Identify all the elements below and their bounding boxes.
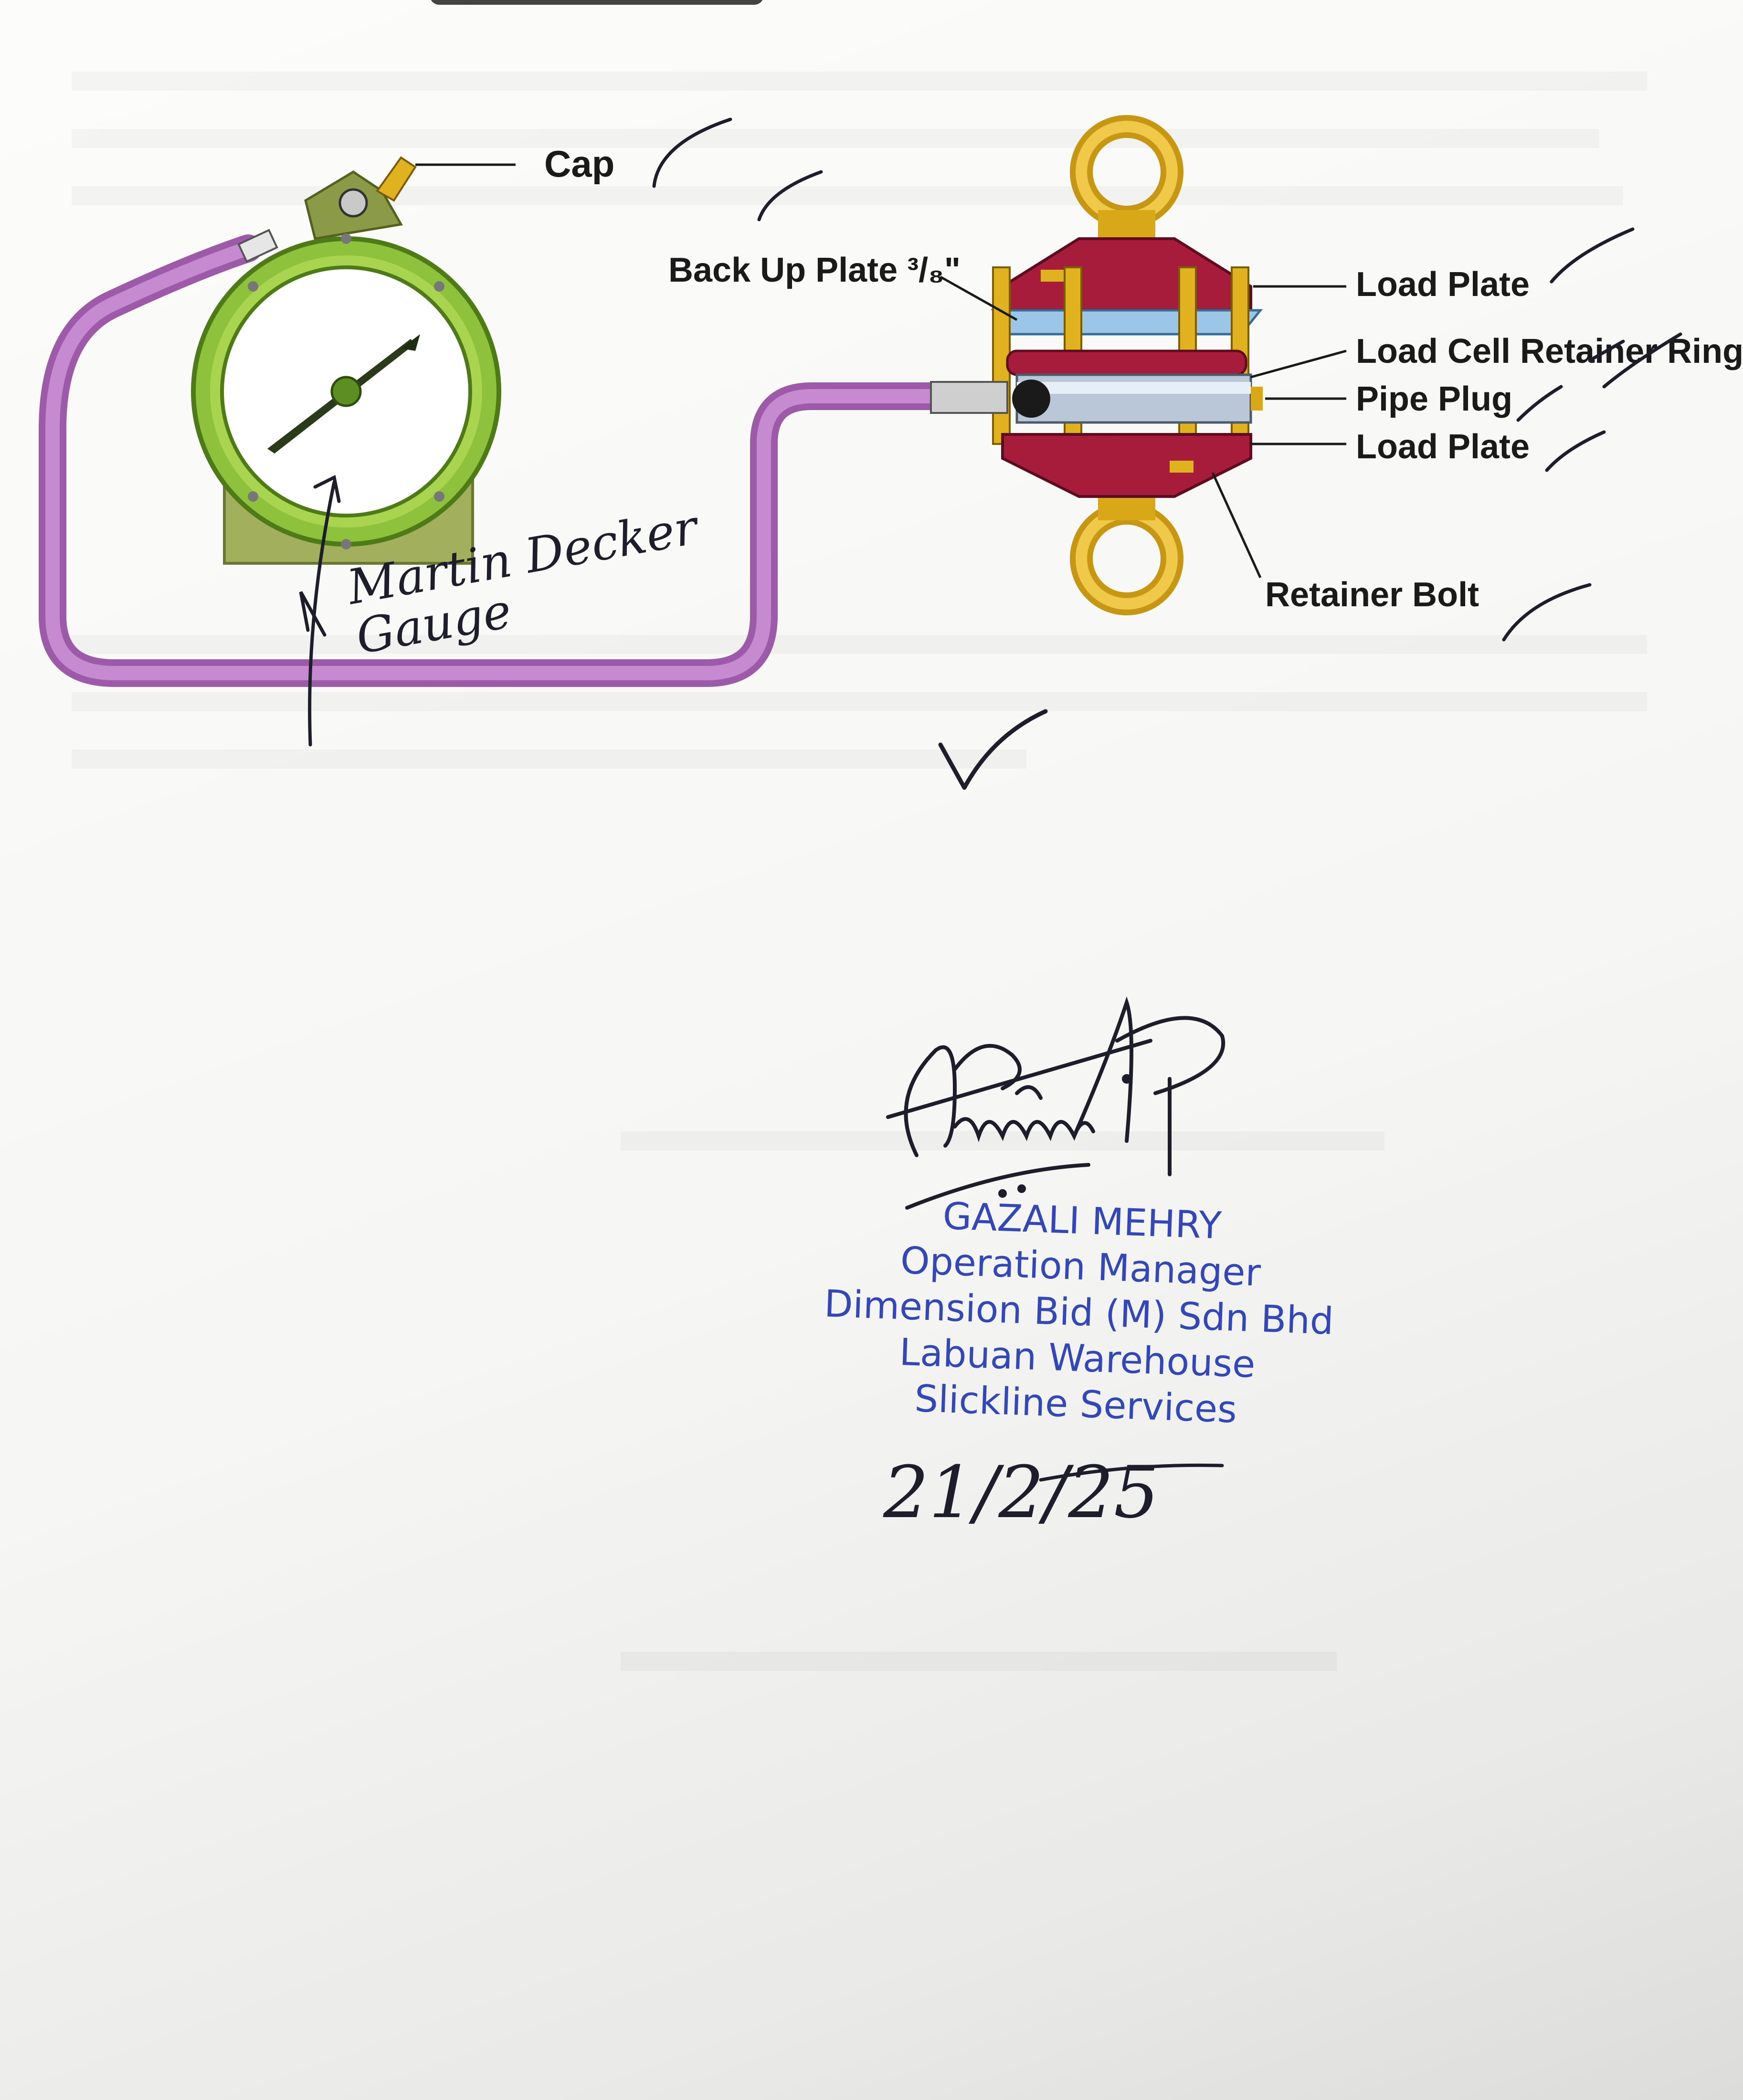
- label-cap: Cap: [544, 143, 614, 185]
- load-cell-diagram: Cap Back Up Plate ³/₈" Load Plate Load C…: [39, 115, 1743, 747]
- back-up-plate: [991, 309, 1263, 336]
- label-back-up-plate: Back Up Plate ³/₈": [668, 251, 961, 289]
- load-cell-retainer-ring: [1006, 349, 1247, 376]
- label-load-plate-bottom: Load Plate: [1356, 428, 1530, 466]
- martin-decker-gauge: [191, 156, 501, 565]
- label-load-cell-retainer-ring: Load Cell Retainer Ring: [1356, 332, 1743, 370]
- date-underline: [1039, 1463, 1224, 1482]
- checkmark-icon: [938, 709, 1048, 790]
- label-pipe-plug: Pipe Plug: [1356, 380, 1512, 418]
- company-stamp: GAZALI MEHRY Operation Manager Dimension…: [789, 1188, 1369, 1437]
- pipe-plug-icon: [1012, 380, 1050, 418]
- handwritten-date: 21/2/25: [883, 1451, 1160, 1534]
- label-load-plate-top: Load Plate: [1356, 265, 1530, 304]
- bottom-load-plate: [1001, 433, 1252, 498]
- cropped-title-remnant: [430, 0, 764, 5]
- top-load-plate: [1001, 237, 1252, 312]
- handwritten-ticks: [652, 117, 1682, 642]
- hose-fitting: [930, 381, 1008, 414]
- handwritten-arrow: [299, 475, 341, 747]
- handwritten-signature: [886, 996, 1225, 1210]
- leader-lines: [415, 163, 1347, 579]
- load-cell-assembly: [930, 115, 1263, 615]
- label-retainer-bolt: Retainer Bolt: [1265, 576, 1479, 614]
- cap-valve-icon: [338, 188, 368, 218]
